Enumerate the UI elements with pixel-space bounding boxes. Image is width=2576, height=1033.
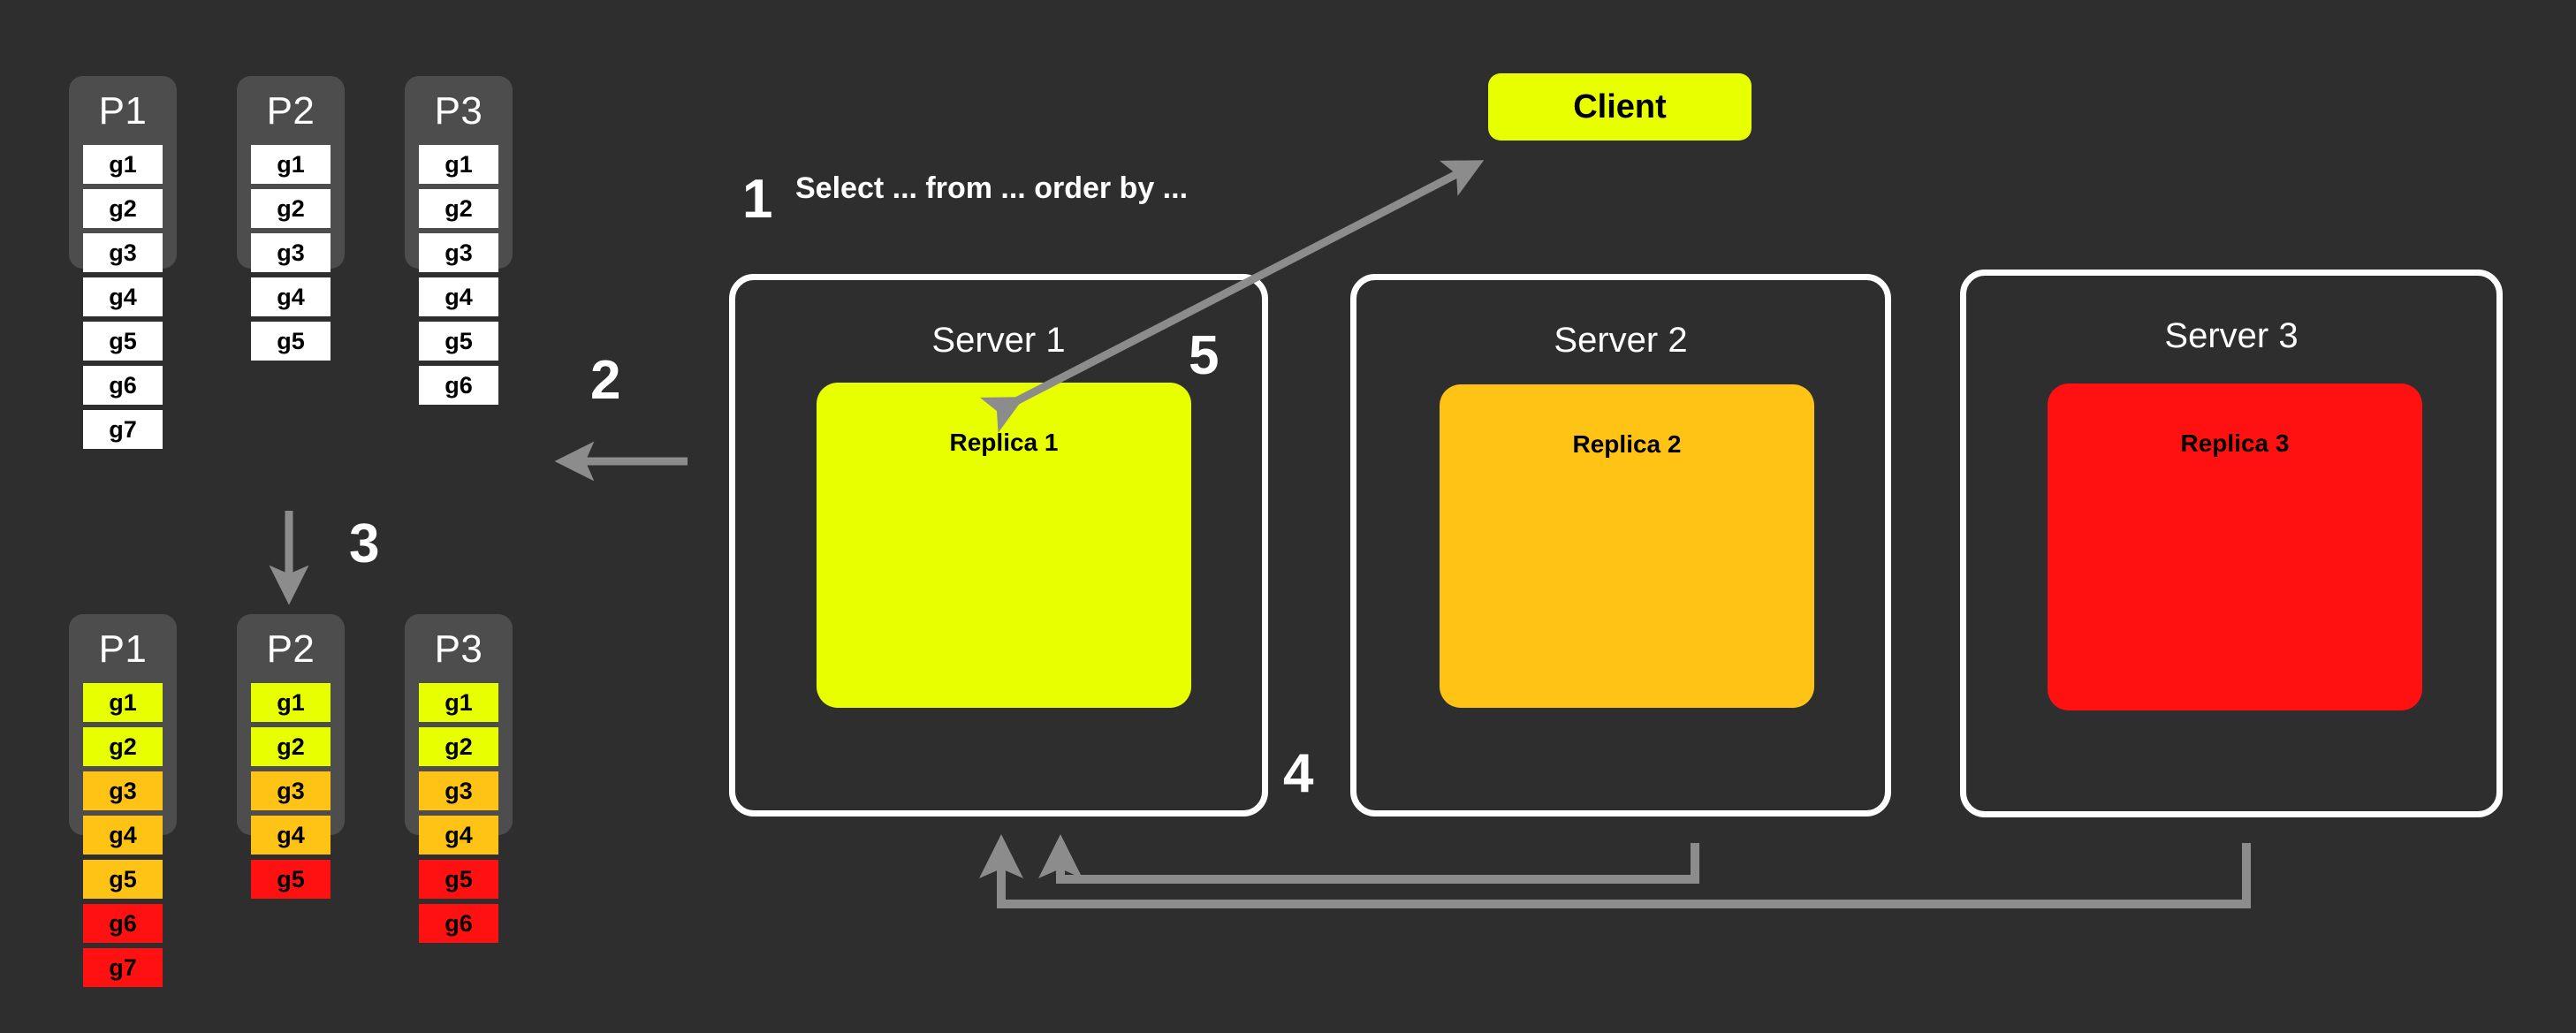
partition-column-bottom-p3: P3 g1 g2 g3 g4 g5 g6 <box>405 614 513 943</box>
partition-cell: g5 <box>83 322 163 361</box>
partition-cell: g6 <box>83 366 163 405</box>
replica-1-box[interactable]: Replica 1 <box>817 383 1191 708</box>
server-3-title: Server 3 <box>2164 316 2299 355</box>
partition-cell: g7 <box>83 410 163 449</box>
partition-cell: g1 <box>251 145 331 184</box>
step-number-3: 3 <box>349 513 380 574</box>
partition-cell: g5 <box>251 860 331 899</box>
partition-cell: g6 <box>83 904 163 943</box>
partition-title: P1 <box>98 627 148 671</box>
partition-cell: g4 <box>83 277 163 316</box>
client-box[interactable]: Client <box>1488 73 1752 141</box>
partition-cell: g4 <box>419 277 498 316</box>
partition-cell: g3 <box>251 771 331 810</box>
replica-3-label: Replica 3 <box>2180 429 2290 457</box>
partition-cell: g1 <box>83 145 163 184</box>
partition-cell: g5 <box>83 860 163 899</box>
server-3-box[interactable]: Server 3 Replica 3 <box>1960 270 2503 817</box>
partition-cell: g2 <box>251 189 331 228</box>
partition-cell: g2 <box>83 189 163 228</box>
partition-cell: g6 <box>419 904 498 943</box>
server-2-box[interactable]: Server 2 Replica 2 <box>1350 274 1891 817</box>
partition-cell: g2 <box>251 727 331 766</box>
replica-1-label: Replica 1 <box>949 429 1059 456</box>
partition-cell: g2 <box>83 727 163 766</box>
partition-cell: g5 <box>419 322 498 361</box>
partition-title: P3 <box>434 89 483 133</box>
partition-title: P1 <box>98 89 148 133</box>
partition-cells: g1 g2 g3 g4 g5 g6 <box>405 683 513 943</box>
partition-cell: g2 <box>419 727 498 766</box>
partition-cells: g1 g2 g3 g4 g5 <box>237 683 345 899</box>
server-2-title: Server 2 <box>1554 321 1688 360</box>
partition-column-bottom-p1: P1 g1 g2 g3 g4 g5 g6 g7 <box>69 614 177 987</box>
step-1-caption: Select ... from ... order by ... <box>795 171 1189 205</box>
partition-cell: g1 <box>419 683 498 722</box>
arrow-step-4-server3-to-server1 <box>979 833 2251 908</box>
step-number-2: 2 <box>590 350 621 411</box>
partition-cell: g4 <box>83 816 163 855</box>
partition-cell: g5 <box>419 860 498 899</box>
partition-cells: g1 g2 g3 g4 g5 g6 g7 <box>69 683 177 987</box>
partition-cell: g3 <box>251 233 331 272</box>
partition-title: P2 <box>266 89 315 133</box>
partition-cell: g1 <box>419 145 498 184</box>
client-label: Client <box>1573 88 1667 125</box>
partition-cells: g1 g2 g3 g4 g5 g6 <box>405 145 513 405</box>
partition-cell: g1 <box>83 683 163 722</box>
partition-column-bottom-p2: P2 g1 g2 g3 g4 g5 <box>237 614 345 899</box>
partition-cell: g7 <box>83 948 163 987</box>
partition-cell: g2 <box>419 189 498 228</box>
partition-cell: g3 <box>83 233 163 272</box>
partition-cell: g3 <box>83 771 163 810</box>
replica-3-box[interactable]: Replica 3 <box>2048 384 2422 710</box>
partition-cell: g4 <box>419 816 498 855</box>
partition-column-top-p2: P2 g1 g2 g3 g4 g5 <box>237 76 345 361</box>
server-1-box[interactable]: Server 1 Replica 1 <box>729 274 1268 817</box>
replica-2-label: Replica 2 <box>1572 430 1682 458</box>
server-1-title: Server 1 <box>931 321 1066 360</box>
step-number-1: 1 <box>742 169 773 230</box>
partition-cell: g1 <box>251 683 331 722</box>
partition-cell: g4 <box>251 816 331 855</box>
arrow-step-4-server2-to-server1 <box>1038 833 1699 884</box>
replica-2-box[interactable]: Replica 2 <box>1440 384 1814 708</box>
partition-column-top-p1: P1 g1 g2 g3 g4 g5 g6 g7 <box>69 76 177 449</box>
partition-column-top-p3: P3 g1 g2 g3 g4 g5 g6 <box>405 76 513 405</box>
partition-title: P2 <box>266 627 315 671</box>
partition-title: P3 <box>434 627 483 671</box>
partition-cell: g6 <box>419 366 498 405</box>
partition-cell: g3 <box>419 771 498 810</box>
partition-cells: g1 g2 g3 g4 g5 <box>237 145 345 361</box>
step-number-4: 4 <box>1283 743 1314 804</box>
partition-cell: g4 <box>251 277 331 316</box>
partition-cells: g1 g2 g3 g4 g5 g6 g7 <box>69 145 177 449</box>
partition-cell: g5 <box>251 322 331 361</box>
partition-cell: g3 <box>419 233 498 272</box>
